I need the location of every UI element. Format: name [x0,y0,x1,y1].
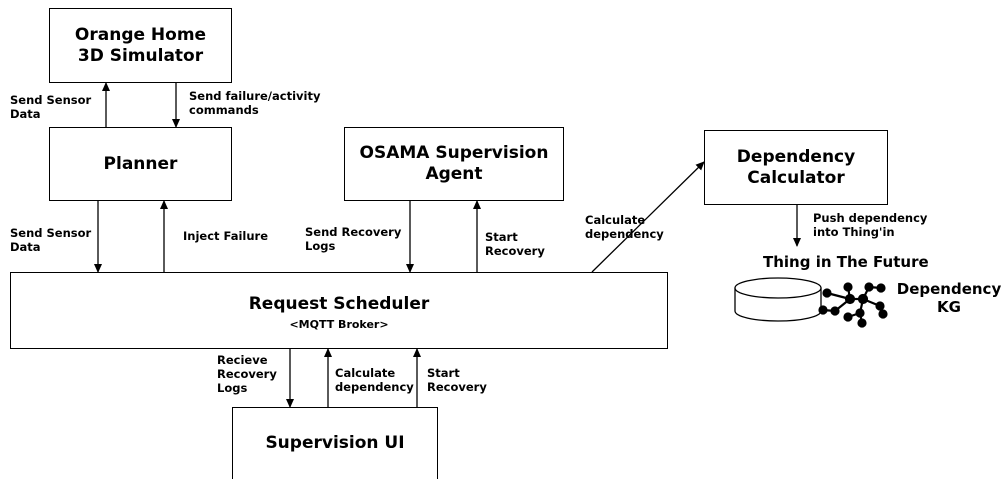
dependency-calculator-line1: Dependency [736,146,856,167]
database-cylinder-icon [734,277,822,322]
simulator-title-line1: Orange Home [74,24,207,45]
request-scheduler-subtitle: <MQTT Broker> [289,318,389,331]
dependency-calculator-line2: Calculator [747,167,845,188]
supervision-ui-box: Supervision UI [232,407,438,479]
osama-agent-box: OSAMA Supervision Agent [344,127,564,201]
osama-title-line1: OSAMA Supervision [359,143,549,163]
planner-title: Planner [103,153,178,174]
knowledge-graph-icon [818,282,888,328]
arrow-scheduler-to-dependency-calculator [591,161,705,273]
supervision-ui-title: Supervision UI [265,433,405,453]
label-inject-failure: Inject Failure [183,229,269,243]
osama-title-line2: Agent [425,164,483,184]
planner-box: Planner [49,127,232,201]
simulator-box: Orange Home 3D Simulator [49,8,232,83]
thing-in-the-future-title: Thing in The Future [763,253,929,271]
dependency-calculator-box: Dependency Calculator [704,130,888,205]
simulator-title-line2: 3D Simulator [77,45,204,66]
request-scheduler-box: Request Scheduler <MQTT Broker> [10,272,668,349]
request-scheduler-title: Request Scheduler [248,294,430,314]
